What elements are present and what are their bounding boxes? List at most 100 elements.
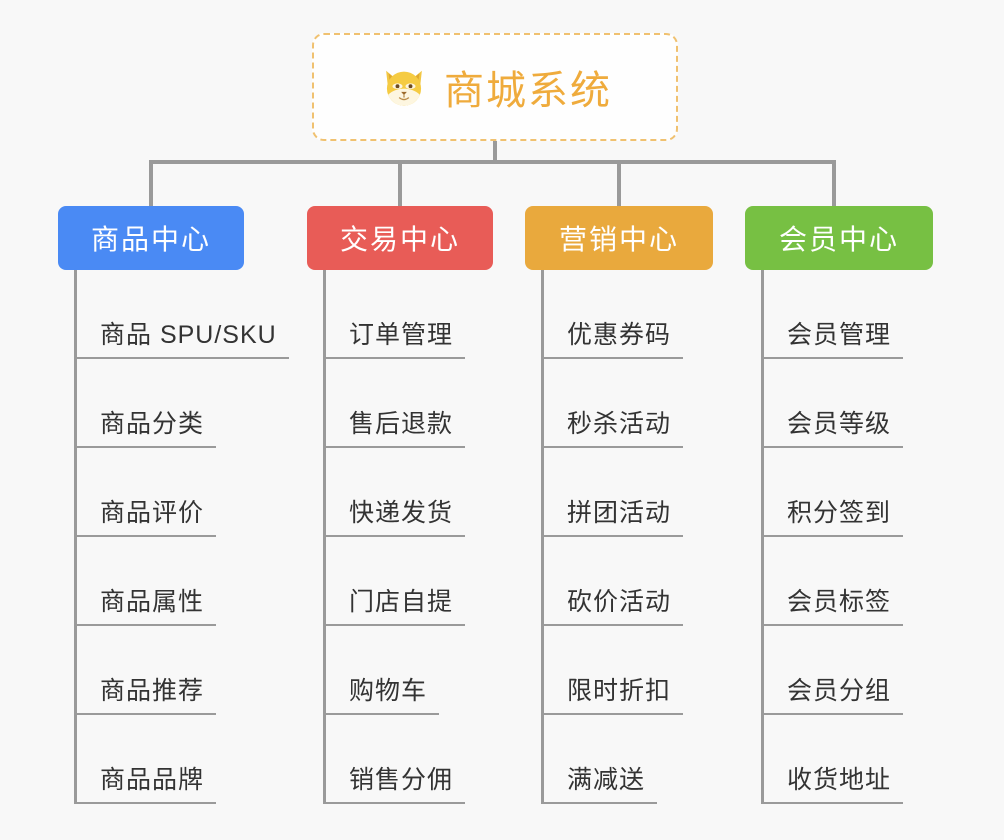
leaf-label: 收货地址 bbox=[787, 766, 892, 794]
leaf-rule bbox=[761, 357, 904, 359]
leaf-rule bbox=[74, 535, 217, 537]
leaf-rule bbox=[323, 446, 466, 448]
leaf-rule bbox=[541, 802, 658, 804]
leaf-label: 商品属性 bbox=[100, 588, 205, 616]
branch-spine-3 bbox=[761, 270, 764, 804]
branch-header-label-2: 营销中心 bbox=[558, 224, 679, 255]
connector-drop-2 bbox=[398, 160, 402, 208]
leaf-label: 会员标签 bbox=[787, 588, 892, 616]
list-item[interactable]: 售后退款 bbox=[307, 359, 493, 448]
connector-drop-4 bbox=[832, 160, 836, 208]
list-item[interactable]: 优惠券码 bbox=[525, 270, 713, 359]
leaf-label: 销售分佣 bbox=[349, 766, 454, 794]
leaf-label: 快递发货 bbox=[349, 499, 454, 527]
leaf-label: 商品推荐 bbox=[100, 677, 205, 705]
connector-root-stem bbox=[493, 141, 497, 164]
leaf-rule bbox=[74, 624, 217, 626]
leaf-rule bbox=[74, 446, 217, 448]
branch-spine-2 bbox=[541, 270, 544, 804]
branch-header-0[interactable]: 商品中心 bbox=[58, 206, 244, 270]
shiba-inu-face-icon bbox=[378, 61, 430, 113]
list-item[interactable]: 拼团活动 bbox=[525, 448, 713, 537]
list-item[interactable]: 会员等级 bbox=[745, 359, 933, 448]
leaf-label: 秒杀活动 bbox=[567, 410, 672, 438]
branch-header-label-3: 会员中心 bbox=[778, 224, 899, 255]
leaf-label: 会员管理 bbox=[787, 321, 892, 349]
branch-body-0: 商品 SPU/SKU 商品分类 商品评价 商品属性 商品推荐 商品品牌 bbox=[58, 270, 289, 804]
branch-body-1: 订单管理 售后退款 快递发货 门店自提 购物车 销售分佣 bbox=[307, 270, 493, 804]
list-item[interactable]: 秒杀活动 bbox=[525, 359, 713, 448]
list-item[interactable]: 商品分类 bbox=[58, 359, 244, 448]
branch-商品中心: 商品中心 商品 SPU/SKU 商品分类 商品评价 商品属性 商品推荐 bbox=[58, 206, 289, 804]
branch-会员中心: 会员中心 会员管理 会员等级 积分签到 会员标签 会员分组 bbox=[745, 206, 933, 804]
list-item[interactable]: 限时折扣 bbox=[525, 626, 713, 715]
leaf-rule bbox=[761, 713, 904, 715]
list-item[interactable]: 积分签到 bbox=[745, 448, 933, 537]
leaf-rule bbox=[323, 357, 466, 359]
branch-body-3: 会员管理 会员等级 积分签到 会员标签 会员分组 收货地址 bbox=[745, 270, 933, 804]
list-item[interactable]: 商品推荐 bbox=[58, 626, 244, 715]
list-item[interactable]: 订单管理 bbox=[307, 270, 493, 359]
leaf-rule bbox=[761, 802, 904, 804]
branch-header-label-0: 商品中心 bbox=[90, 224, 211, 255]
leaf-label: 拼团活动 bbox=[567, 499, 672, 527]
leaf-label: 满减送 bbox=[567, 766, 646, 794]
list-item[interactable]: 门店自提 bbox=[307, 537, 493, 626]
leaf-label: 会员等级 bbox=[787, 410, 892, 438]
list-item[interactable]: 收货地址 bbox=[745, 715, 933, 804]
leaf-label: 限时折扣 bbox=[567, 677, 672, 705]
leaf-rule bbox=[761, 446, 904, 448]
list-item[interactable]: 会员管理 bbox=[745, 270, 933, 359]
leaf-label: 砍价活动 bbox=[567, 588, 672, 616]
list-item[interactable]: 会员分组 bbox=[745, 626, 933, 715]
list-item[interactable]: 商品 SPU/SKU bbox=[58, 270, 289, 359]
leaf-rule bbox=[323, 802, 466, 804]
leaf-label: 商品分类 bbox=[100, 410, 205, 438]
leaf-label: 门店自提 bbox=[349, 588, 454, 616]
list-item[interactable]: 销售分佣 bbox=[307, 715, 493, 804]
leaf-label: 购物车 bbox=[349, 677, 428, 705]
branch-spine-1 bbox=[323, 270, 326, 804]
leaf-label: 积分签到 bbox=[787, 499, 892, 527]
leaf-rule bbox=[74, 802, 217, 804]
branch-body-2: 优惠券码 秒杀活动 拼团活动 砍价活动 限时折扣 满减送 bbox=[525, 270, 713, 804]
leaf-rule bbox=[74, 713, 217, 715]
list-item[interactable]: 满减送 bbox=[525, 715, 713, 804]
list-item[interactable]: 会员标签 bbox=[745, 537, 933, 626]
connector-drop-3 bbox=[617, 160, 621, 208]
leaf-label: 订单管理 bbox=[349, 321, 454, 349]
leaf-label: 优惠券码 bbox=[567, 321, 672, 349]
list-item[interactable]: 商品属性 bbox=[58, 537, 244, 626]
list-item[interactable]: 快递发货 bbox=[307, 448, 493, 537]
leaf-rule bbox=[541, 624, 684, 626]
branch-header-2[interactable]: 营销中心 bbox=[525, 206, 713, 270]
leaf-rule bbox=[74, 357, 289, 359]
list-item[interactable]: 商品评价 bbox=[58, 448, 244, 537]
leaf-rule bbox=[323, 624, 466, 626]
branch-header-3[interactable]: 会员中心 bbox=[745, 206, 933, 270]
list-item[interactable]: 购物车 bbox=[307, 626, 493, 715]
branch-header-label-1: 交易中心 bbox=[339, 224, 460, 255]
connector-horizontal-bus bbox=[149, 160, 836, 164]
leaf-rule bbox=[323, 713, 440, 715]
leaf-rule bbox=[541, 446, 684, 448]
leaf-label: 商品评价 bbox=[100, 499, 205, 527]
branch-spine-0 bbox=[74, 270, 77, 804]
leaf-label: 会员分组 bbox=[787, 677, 892, 705]
root-title: 商城系统 bbox=[444, 69, 612, 113]
root-node[interactable]: 商城系统 bbox=[312, 33, 678, 141]
branch-header-1[interactable]: 交易中心 bbox=[307, 206, 493, 270]
leaf-rule bbox=[541, 535, 684, 537]
leaf-rule bbox=[761, 624, 904, 626]
connector-drop-1 bbox=[149, 160, 153, 208]
branch-营销中心: 营销中心 优惠券码 秒杀活动 拼团活动 砍价活动 限时折扣 bbox=[525, 206, 713, 804]
list-item[interactable]: 商品品牌 bbox=[58, 715, 244, 804]
leaf-rule bbox=[761, 535, 904, 537]
branch-交易中心: 交易中心 订单管理 售后退款 快递发货 门店自提 购物车 bbox=[307, 206, 493, 804]
leaf-label: 售后退款 bbox=[349, 410, 454, 438]
list-item[interactable]: 砍价活动 bbox=[525, 537, 713, 626]
leaf-label: 商品品牌 bbox=[100, 766, 205, 794]
leaf-rule bbox=[541, 357, 684, 359]
leaf-rule bbox=[323, 535, 466, 537]
